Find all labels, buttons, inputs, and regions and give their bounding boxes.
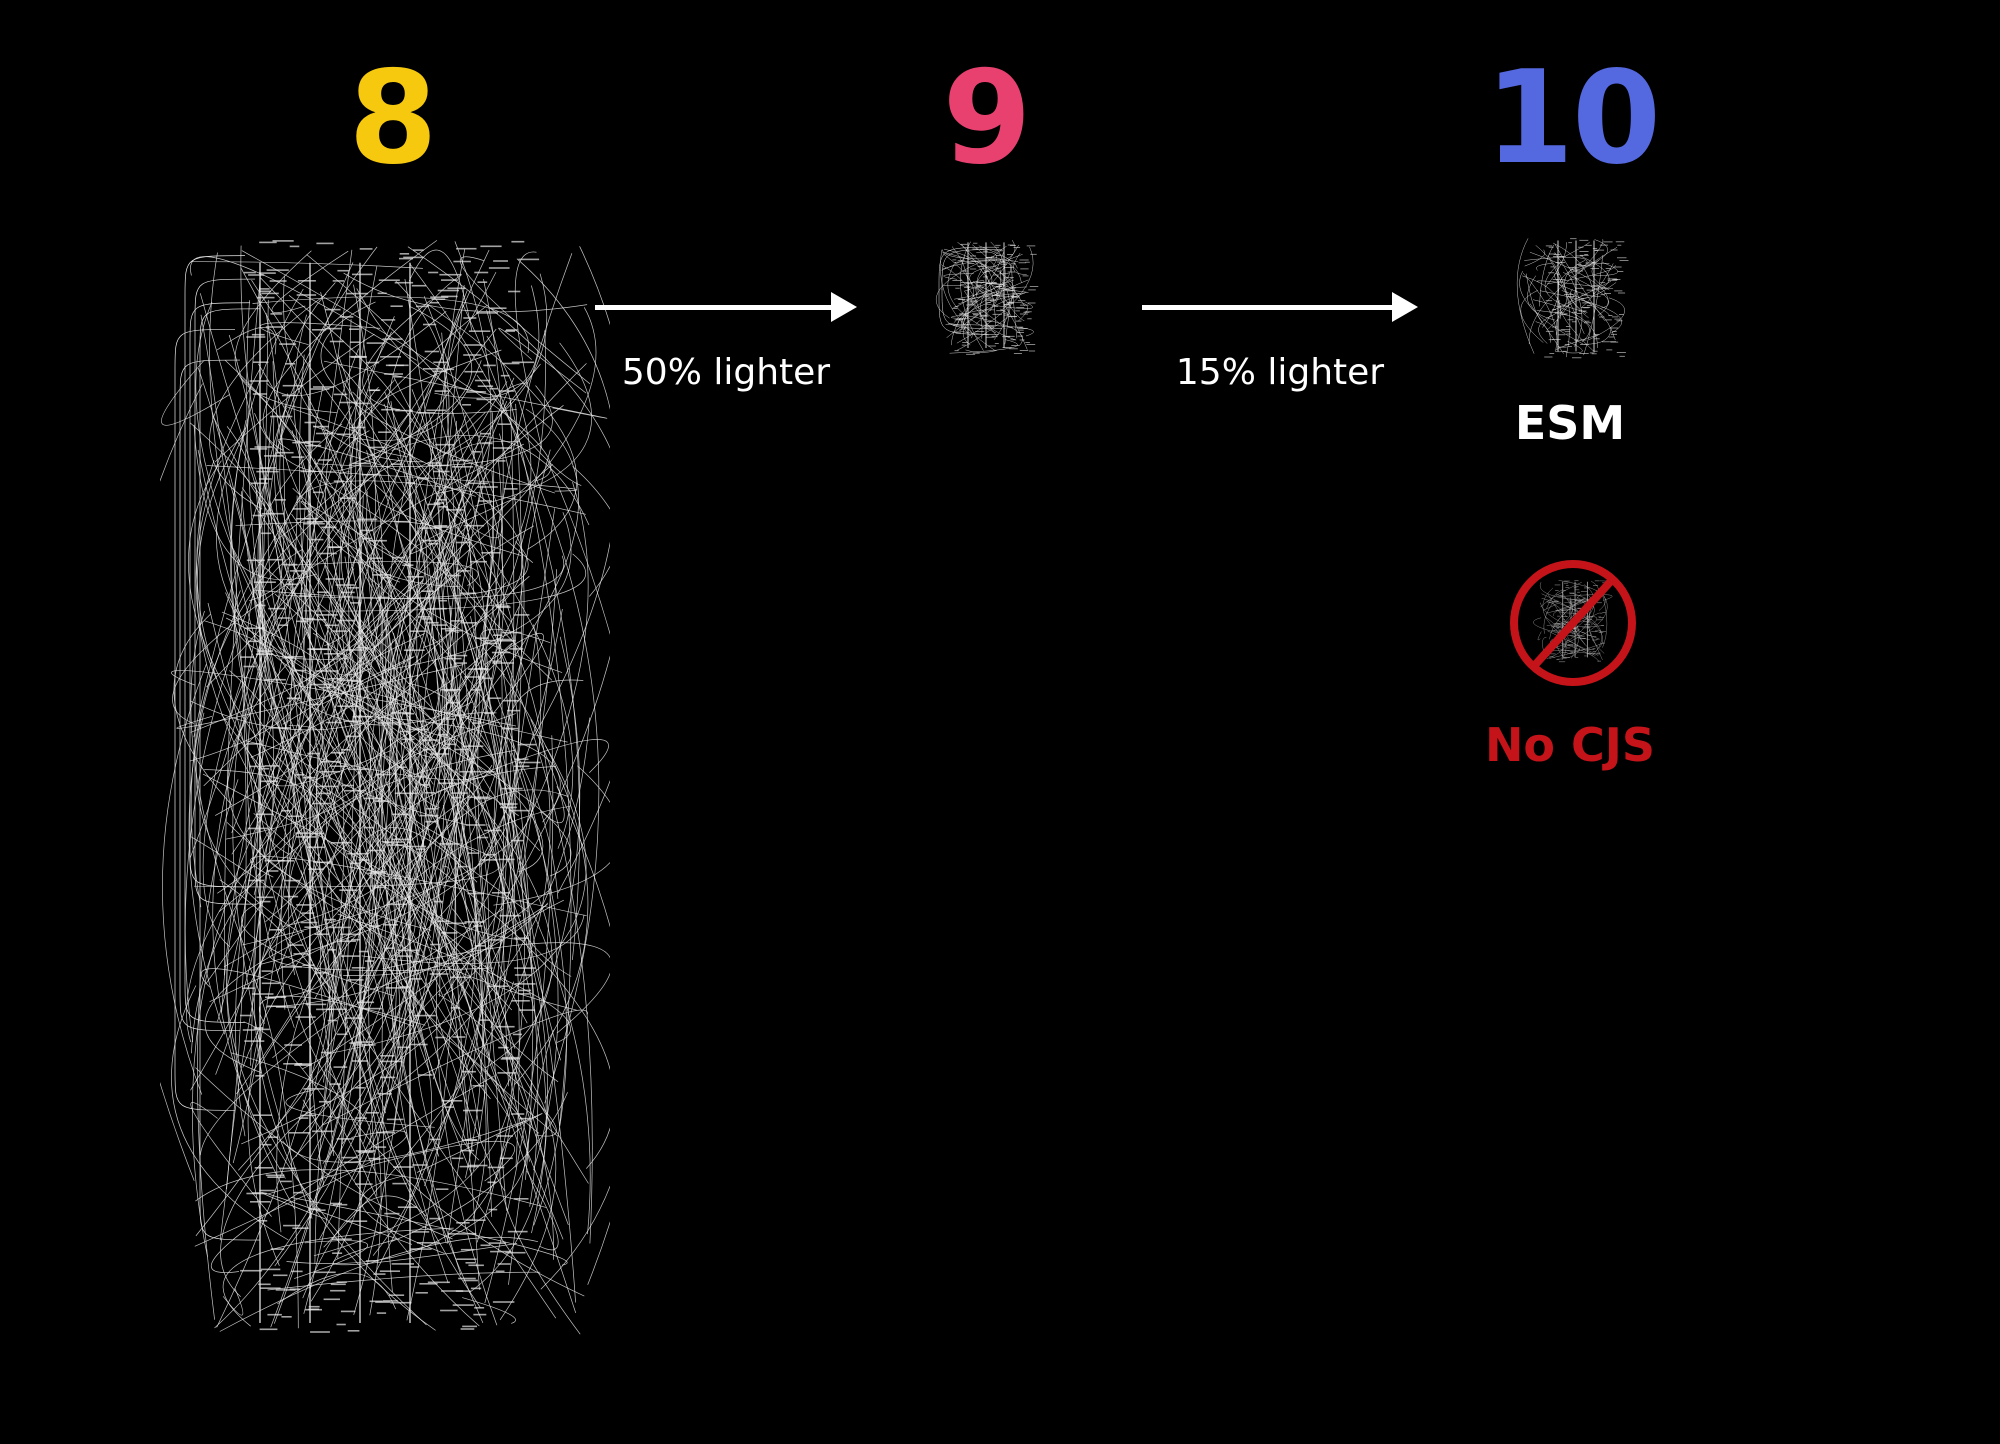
no-cjs-label: No CJS xyxy=(1420,718,1720,772)
version-8-heading: 8 xyxy=(232,55,552,183)
version-9-dependency-graph-icon xyxy=(930,240,1050,360)
transition-arrow-icon xyxy=(1142,292,1418,322)
transition-2-label: 15% lighter xyxy=(1130,352,1430,393)
prohibited-icon xyxy=(1506,556,1640,690)
version-10-heading: 10 xyxy=(1412,55,1732,183)
transition-1-label: 50% lighter xyxy=(576,352,876,393)
version-9-heading: 9 xyxy=(826,55,1146,183)
esm-label: ESM xyxy=(1420,396,1720,450)
transition-arrow-icon xyxy=(595,292,857,322)
version-8-dependency-graph-icon xyxy=(160,240,610,1380)
version-10-dependency-graph-icon xyxy=(1508,238,1634,364)
